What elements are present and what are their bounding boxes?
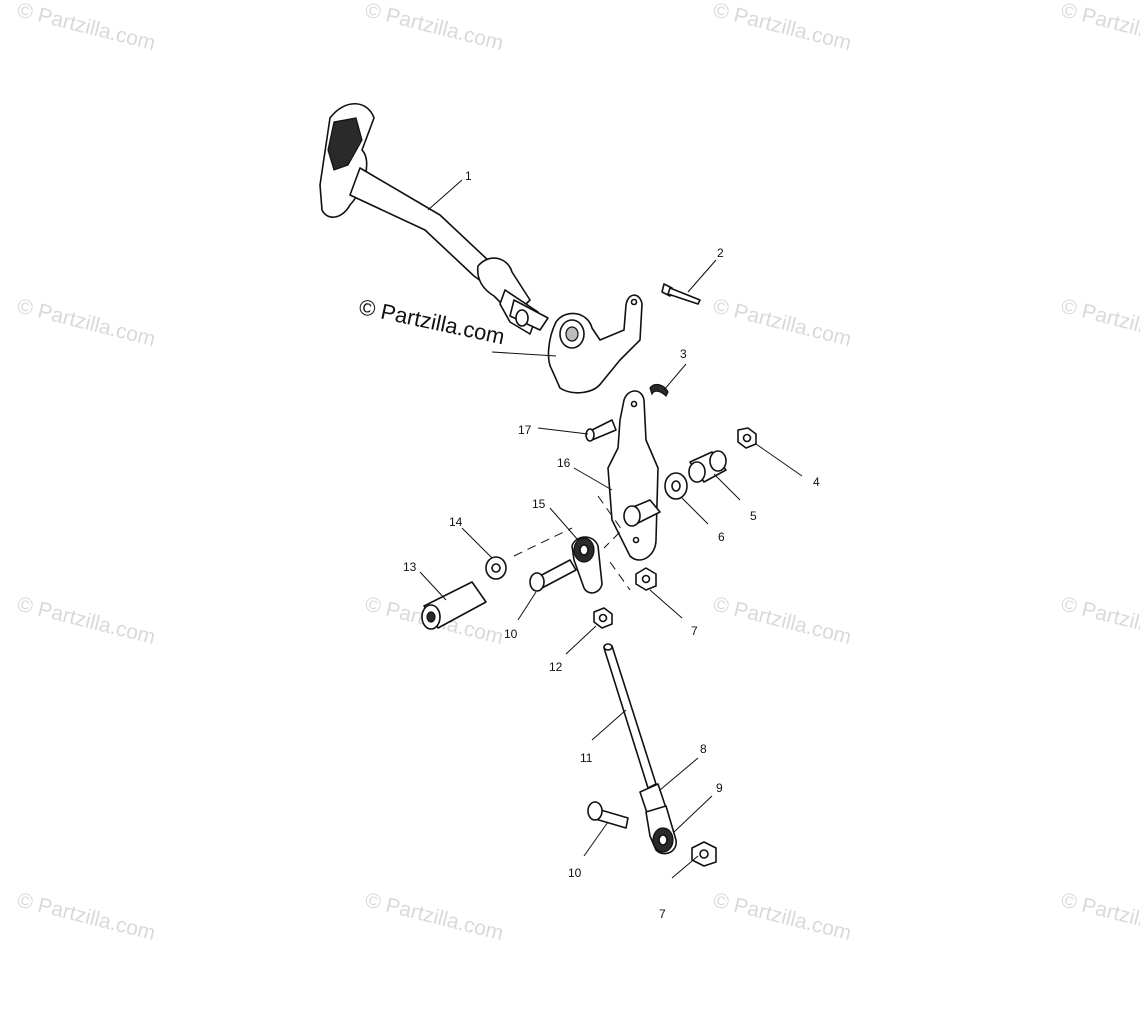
part-washer-6 [664,472,688,500]
watermark: © Partzilla.com [363,0,506,55]
part-brake-pedal [319,103,549,335]
callout-7: 7 [691,624,698,638]
part-washer-14 [485,556,507,580]
callout-13: 13 [403,560,417,574]
callout-15: 15 [532,497,546,511]
callout-10: 10 [504,627,518,641]
watermark: © Partzilla.com [15,0,158,55]
watermark: © Partzilla.com [15,889,158,946]
part-clevis-pin [661,283,701,305]
part-bolt-10-lower [587,801,629,829]
part-pivot-arm [571,536,603,594]
callout-9: 9 [716,781,723,795]
callout-10: 10 [568,866,582,880]
callout-7: 7 [659,907,666,921]
watermark: © Partzilla.com [711,295,854,352]
callout-17: 17 [518,423,532,437]
leader-lines [419,179,803,879]
watermark: © Partzilla.com [1059,295,1140,352]
watermark: © Partzilla.com [363,889,506,946]
watermark: © Partzilla.com [711,0,854,55]
part-brake-rod [603,643,657,789]
part-nut-7-upper [635,567,657,591]
part-bushing-5 [688,450,727,483]
watermark: © Partzilla.com [711,889,854,946]
part-cotter-pin [649,383,669,398]
watermark: © Partzilla.com [1059,593,1140,650]
watermark: © Partzilla.com [15,593,158,650]
part-nut-4 [737,427,757,449]
part-nut-7-lower [691,841,717,867]
watermark: © Partzilla.com [1059,889,1140,946]
part-pedal-bracket [547,294,643,394]
callout-2: 2 [717,246,724,260]
part-bolt-10-upper [529,559,577,592]
callout-12: 12 [549,660,563,674]
watermark: © Partzilla.com [711,593,854,650]
callout-1: 1 [465,169,472,183]
callout-4: 4 [813,475,820,489]
callout-16: 16 [557,456,571,470]
callout-14: 14 [449,515,463,529]
part-spacer-13 [421,581,487,630]
watermark: © Partzilla.com [15,295,158,352]
callout-8: 8 [700,742,707,756]
part-rod-end-9 [645,805,677,855]
watermark: © Partzilla.com [1059,0,1140,55]
callout-labels: 1 2 3 4 5 6 7 7 8 9 10 10 11 12 13 14 15… [403,169,820,921]
part-bolt-17 [585,419,617,442]
watermark-grid: © Partzilla.com © Partzilla.com © Partzi… [15,0,1140,945]
part-nut-12 [593,607,613,629]
part-sleeve [623,499,661,527]
part-mount-plate [607,390,659,561]
callout-11: 11 [580,751,593,765]
callout-6: 6 [718,530,725,544]
callout-3: 3 [680,347,687,361]
callout-5: 5 [750,509,757,523]
assembly-guide-lines [513,495,631,591]
